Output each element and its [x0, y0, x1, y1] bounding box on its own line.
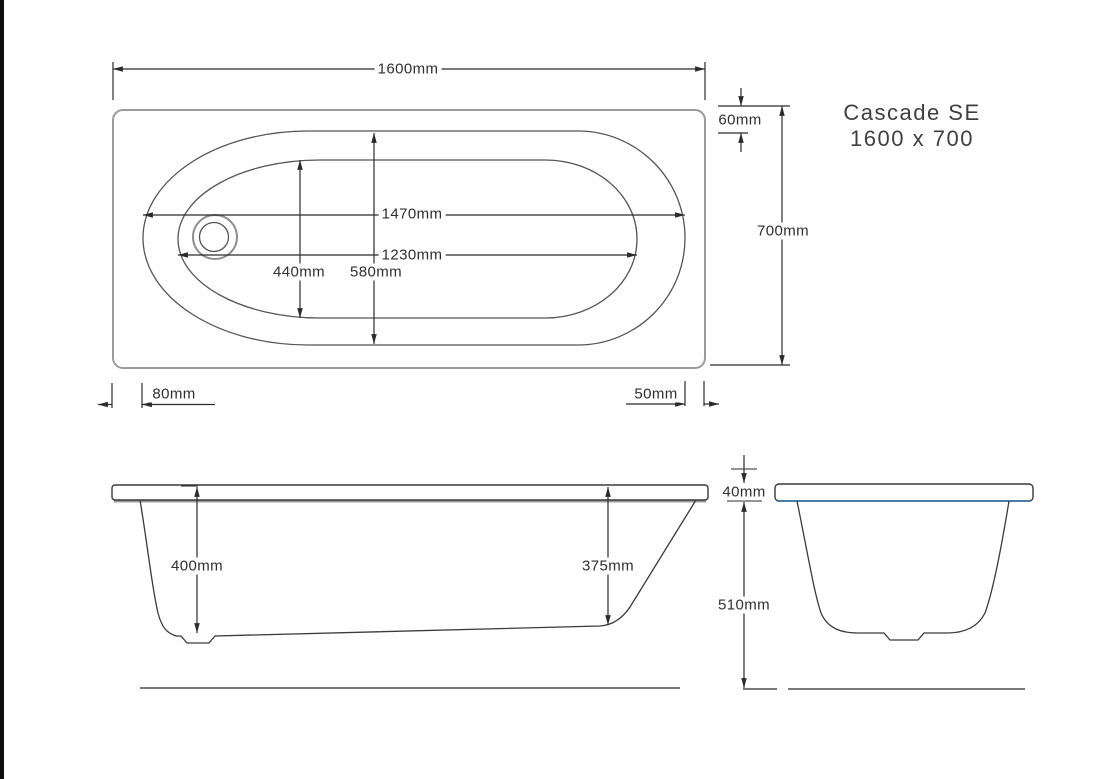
- dim-label-rim-right: 50mm: [631, 385, 681, 403]
- dim-label-overall-width: 700mm: [753, 222, 813, 240]
- plan-floor-outline: [177, 159, 638, 319]
- end-view-drawing: [727, 455, 1034, 690]
- dim-label-rim-thickness: 40mm: [719, 483, 769, 501]
- side-view-drawing: [111, 484, 709, 689]
- side-tub-body-outline: [139, 499, 697, 644]
- scan-edge-artifact: [0, 0, 4, 779]
- plan-inner-rim-outline: [142, 130, 686, 346]
- dim-label-depth-right: 375mm: [578, 557, 638, 575]
- plan-view-drawing: [98, 62, 790, 408]
- product-title-block: Cascade SE 1600 x 700: [843, 100, 980, 152]
- product-size: 1600 x 700: [850, 126, 974, 151]
- dim-label-inner-rim-width: 580mm: [346, 263, 406, 281]
- dim-label-rim-left: 80mm: [149, 385, 199, 403]
- dim-label-depth-left: 400mm: [167, 557, 227, 575]
- drain-inner-circle: [198, 221, 230, 253]
- dim-label-rim-top: 60mm: [715, 111, 765, 129]
- product-name: Cascade SE: [843, 100, 981, 126]
- dim-label-floor-width: 440mm: [269, 263, 329, 281]
- dim-label-floor-length: 1230mm: [378, 246, 446, 264]
- dim-label-body-height: 510mm: [714, 596, 774, 614]
- dim-label-inner-rim-length: 1470mm: [378, 205, 446, 223]
- plan-outer-rim-outline: [112, 109, 706, 369]
- end-tub-body-outline: [796, 500, 1010, 641]
- dim-label-overall-length: 1600mm: [374, 60, 442, 78]
- side-rim-outline: [111, 484, 709, 501]
- end-rim-outline: [774, 483, 1034, 502]
